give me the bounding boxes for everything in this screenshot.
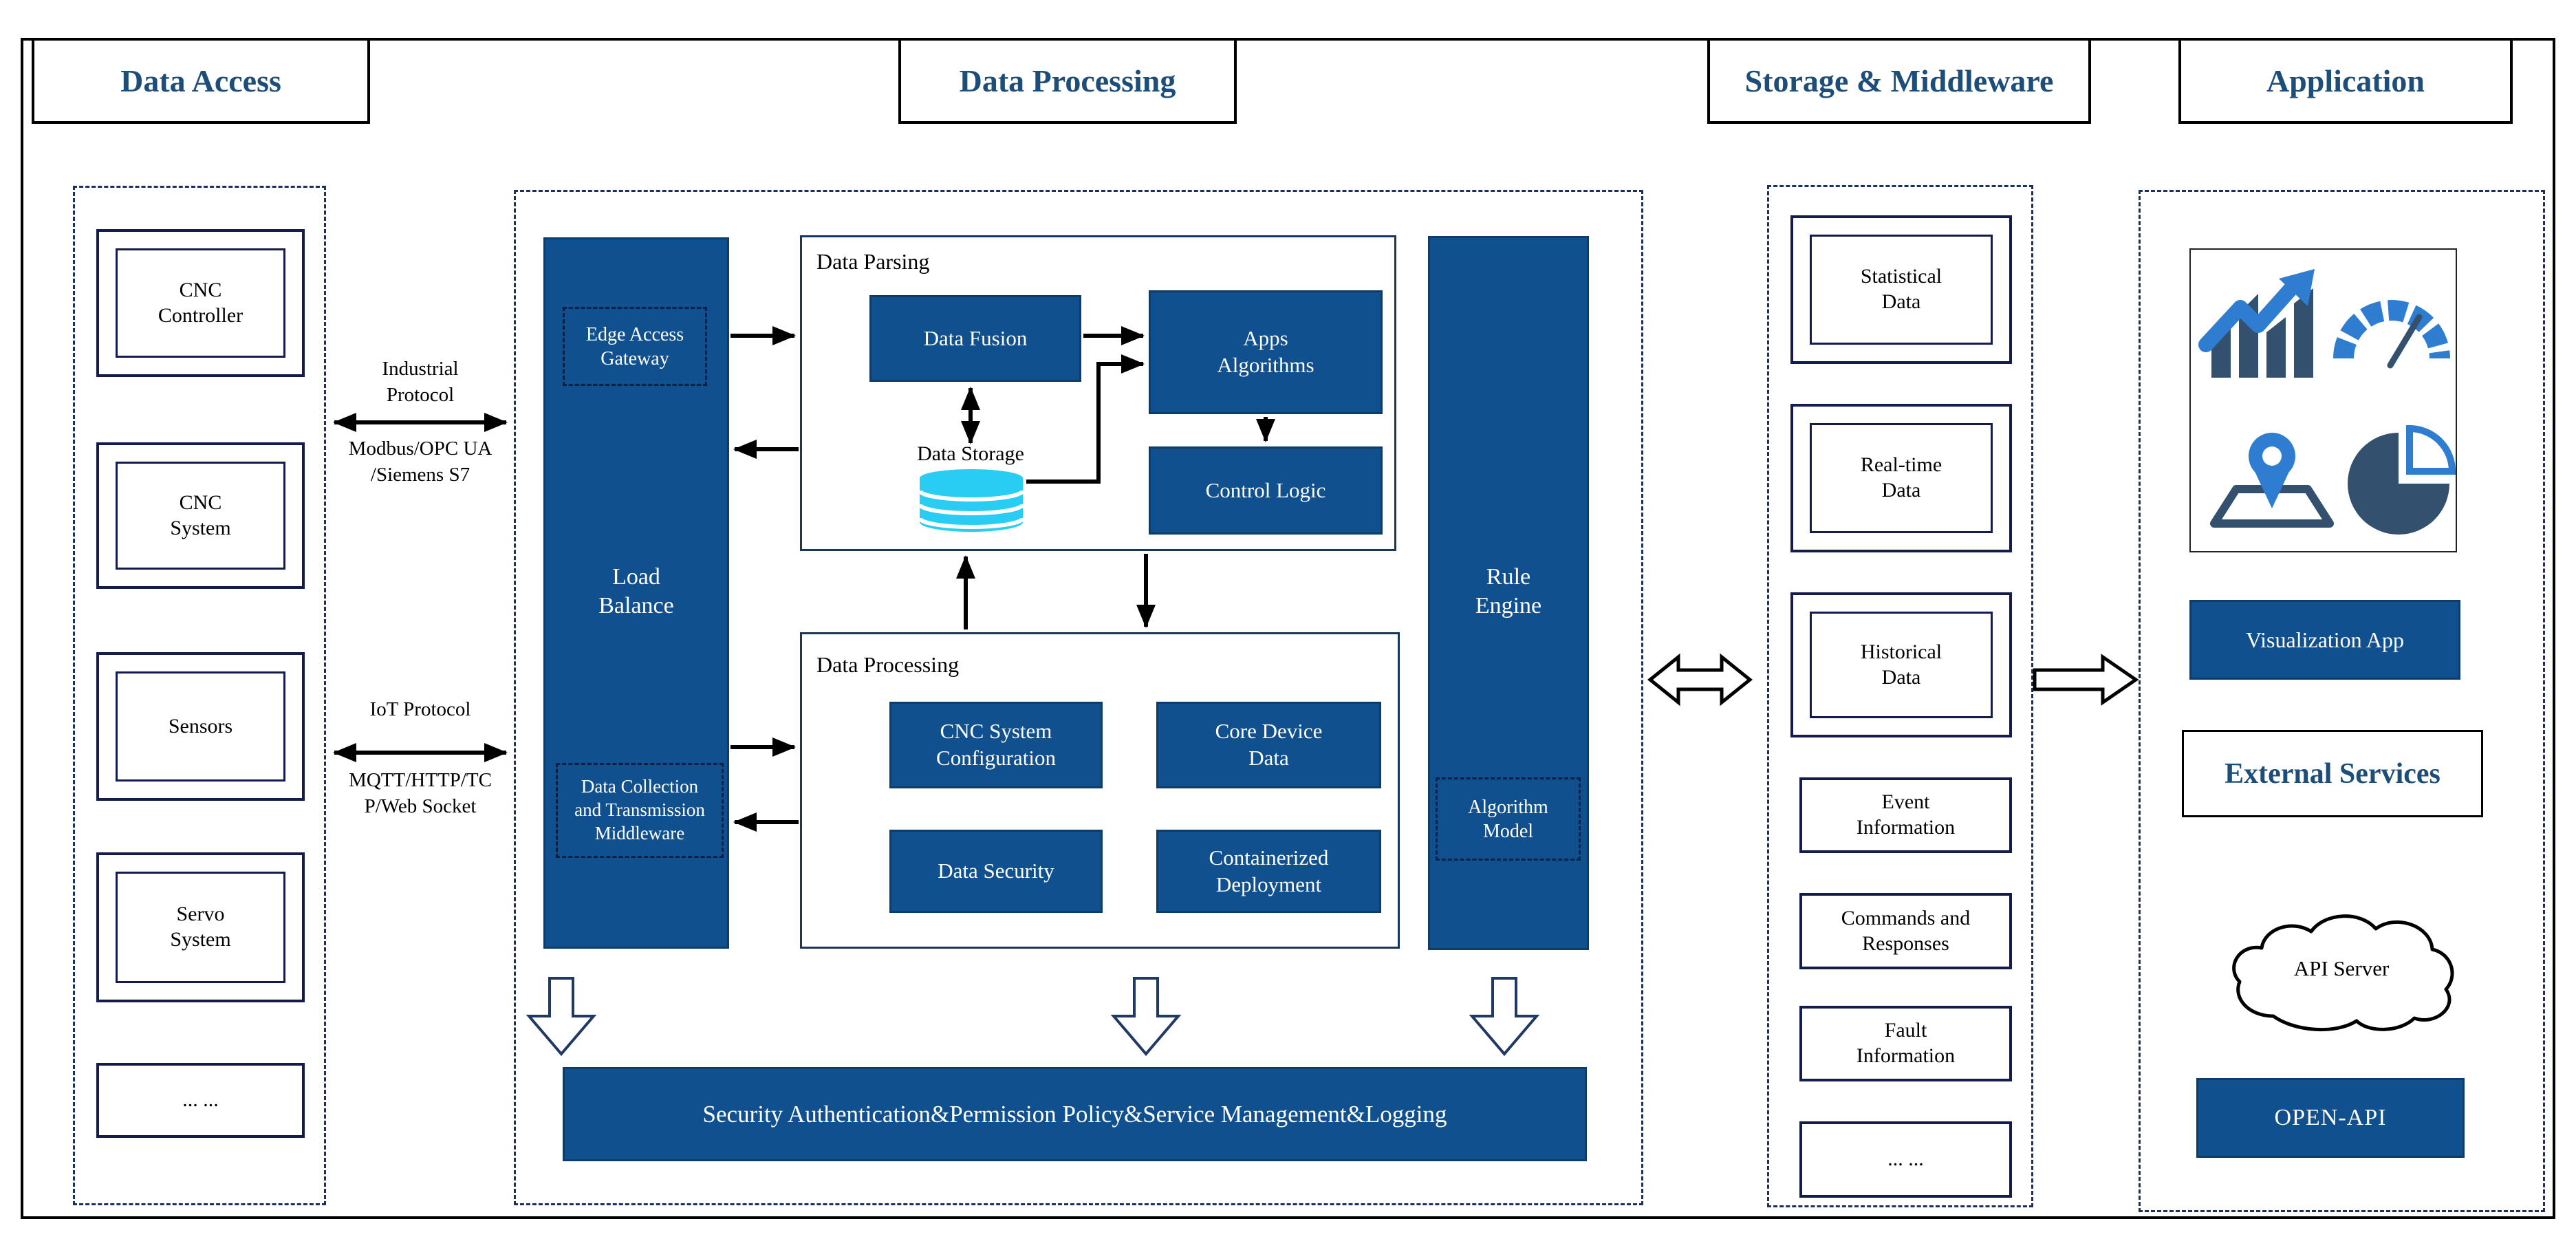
storage-box-ellipsis: ... ... <box>1799 1121 2012 1198</box>
diagram-outer-border <box>21 38 2555 1219</box>
edge-access-gateway-box: Edge Access Gateway <box>563 307 707 386</box>
visualization-app-button: Visualization App <box>2189 600 2460 680</box>
core-device-data-box: Core Device Data <box>1156 702 1381 788</box>
apps-algorithms-box: Apps Algorithms <box>1149 290 1383 414</box>
storage-box-fault-information: Fault Information <box>1799 1006 2012 1081</box>
header-storage-middleware: Storage & Middleware <box>1707 38 2091 124</box>
containerized-deployment-box: Containerized Deployment <box>1156 830 1381 913</box>
storage-box-statistical-data: Statistical Data <box>1790 215 2012 364</box>
load-balance-box <box>543 237 729 949</box>
device-box-servo-system: Servo System <box>96 852 305 1002</box>
header-data-access: Data Access <box>32 38 370 124</box>
storage-label: Historical Data <box>1810 612 1993 718</box>
map-pin-icon <box>2210 433 2334 528</box>
security-bar: Security Authentication&Permission Polic… <box>563 1067 1587 1161</box>
load-balance-label: Load Balance <box>598 563 674 619</box>
data-fusion-box: Data Fusion <box>869 295 1081 382</box>
header-storage-middleware-label: Storage & Middleware <box>1744 63 2054 98</box>
gauge-icon <box>2333 300 2450 369</box>
storage-container <box>1767 185 2033 1207</box>
header-data-processing-label: Data Processing <box>959 63 1176 98</box>
data-storage-label: Data Storage <box>917 442 1024 465</box>
device-box-ellipsis: ... ... <box>96 1063 305 1138</box>
storage-box-event-information: Event Information <box>1799 777 2012 853</box>
storage-box-historical-data: Historical Data <box>1790 592 2012 737</box>
external-services-box: External Services <box>2182 730 2483 817</box>
data-security-box: Data Security <box>889 830 1103 913</box>
storage-label: Real-time Data <box>1810 423 1993 533</box>
header-data-processing: Data Processing <box>898 38 1237 124</box>
rule-engine-label: Rule Engine <box>1475 563 1542 619</box>
api-server-cloud-icon <box>2232 914 2454 1032</box>
device-label: CNC System <box>116 462 285 570</box>
industrial-protocol-detail: Modbus/OPC UA /Siemens S7 <box>348 438 493 486</box>
control-logic-box: Control Logic <box>1149 446 1383 535</box>
cnc-system-configuration-box: CNC System Configuration <box>889 702 1103 788</box>
rule-engine-box <box>1428 236 1589 950</box>
header-data-access-label: Data Access <box>120 63 281 98</box>
device-box-cnc-controller: CNC Controller <box>96 229 305 377</box>
device-label: CNC Controller <box>116 248 285 358</box>
trend-chart-icon <box>2198 269 2315 378</box>
open-api-button: OPEN-API <box>2196 1078 2465 1158</box>
data-processing-subtitle: Data Processing <box>816 652 960 677</box>
header-application-label: Application <box>2266 63 2425 98</box>
data-access-container <box>73 186 326 1205</box>
database-cylinder-icon <box>918 469 1025 532</box>
application-container <box>2139 190 2545 1212</box>
storage-box-realtime-data: Real-time Data <box>1790 404 2012 552</box>
visualization-icons-panel <box>2189 248 2457 552</box>
data-collection-middleware-box: Data Collection and Transmission Middlew… <box>556 763 724 858</box>
device-label: Sensors <box>116 671 285 782</box>
iot-protocol-title: IoT Protocol <box>369 698 471 721</box>
device-box-sensors: Sensors <box>96 652 305 801</box>
storage-box-commands-responses: Commands and Responses <box>1799 893 2012 969</box>
pie-chart-icon <box>2348 424 2456 535</box>
api-server-label: API Server <box>2293 956 2390 980</box>
device-box-cnc-system: CNC System <box>96 442 305 589</box>
industrial-protocol-title: Industrial Protocol <box>382 358 459 406</box>
storage-label: Statistical Data <box>1810 235 1993 345</box>
header-application: Application <box>2178 38 2513 124</box>
iot-protocol-detail: MQTT/HTTP/TC P/Web Socket <box>349 769 492 817</box>
data-processing-container <box>514 190 1643 1205</box>
device-label: Servo System <box>116 872 285 983</box>
algorithm-model-box: Algorithm Model <box>1436 777 1581 861</box>
data-parsing-title: Data Parsing <box>816 249 930 274</box>
